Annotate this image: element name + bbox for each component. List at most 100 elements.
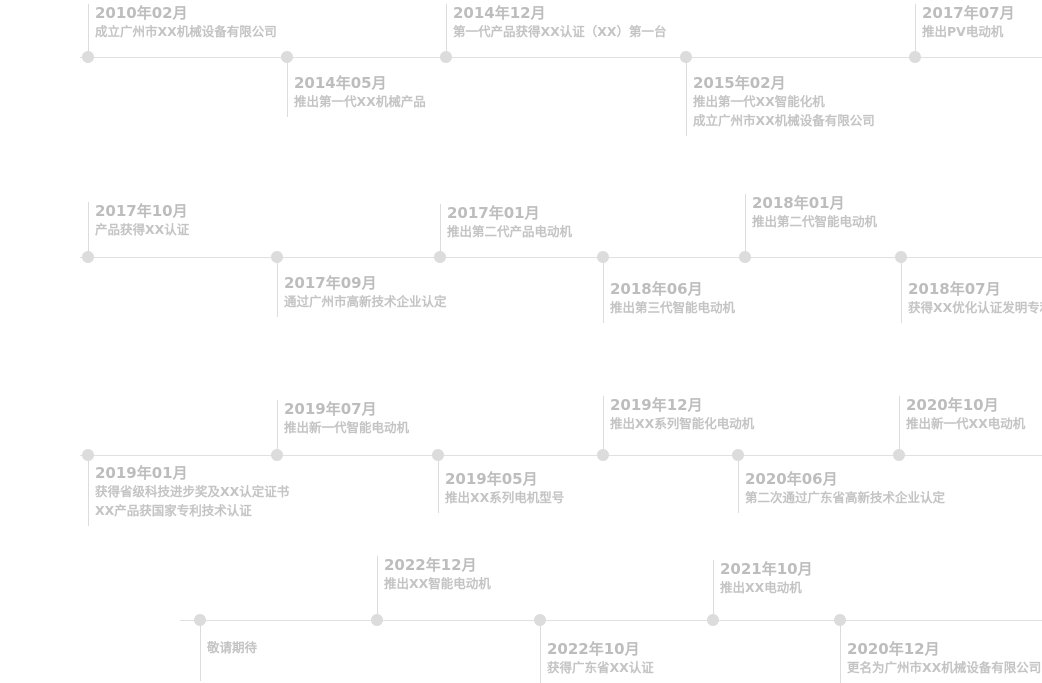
event-description: 推出XX系列电机型号	[445, 490, 565, 505]
timeline-event: 2018年07月获得XX优化认证发明专利	[908, 280, 1042, 317]
timeline-event: 2022年10月获得广东省XX认证	[547, 640, 654, 677]
timeline-connector	[738, 455, 739, 513]
event-description: 成立广州市XX机械设备有限公司	[693, 113, 875, 128]
event-description: 推出第一代XX机械产品	[294, 94, 426, 109]
event-date: 2020年06月	[745, 470, 838, 488]
timeline-event: 2019年07月推出新一代智能电动机	[284, 400, 409, 437]
timeline-connector	[686, 57, 687, 136]
event-description: 产品获得XX认证	[95, 222, 190, 237]
timeline-connector	[446, 4, 447, 57]
event-date: 2021年10月	[720, 560, 813, 578]
timeline-connector	[377, 556, 378, 620]
event-date: 2020年12月	[847, 640, 940, 658]
event-description: 推出XX智能电动机	[384, 576, 491, 591]
timeline-dot	[739, 251, 751, 263]
timeline-connector	[277, 257, 278, 317]
timeline-event: 2018年01月推出第二代智能电动机	[752, 194, 877, 231]
timeline-dot	[597, 449, 609, 461]
event-date: 2019年12月	[610, 396, 703, 414]
timeline-connector	[440, 204, 441, 257]
event-date: 2020年10月	[906, 396, 999, 414]
timeline-dot	[82, 251, 94, 263]
event-description: 推出XX电动机	[720, 580, 802, 595]
event-date: 2017年09月	[284, 274, 377, 292]
timeline-connector	[88, 455, 89, 526]
timeline-dot	[440, 51, 452, 63]
event-description: XX产品获国家专利技术认证	[95, 503, 252, 518]
event-date: 2019年05月	[445, 470, 538, 488]
timeline-row-2	[80, 257, 1042, 258]
timeline-connector	[840, 620, 841, 683]
timeline-event: 2017年10月产品获得XX认证	[95, 202, 189, 239]
timeline-connector	[540, 620, 541, 683]
event-description: 成立广州市XX机械设备有限公司	[95, 24, 277, 39]
timeline-event: 2019年05月推出XX系列电机型号	[445, 470, 564, 507]
timeline-connector	[200, 620, 201, 681]
timeline-event: 2022年12月推出XX智能电动机	[384, 556, 491, 593]
timeline-connector	[88, 4, 89, 57]
event-description: 推出第三代智能电动机	[610, 300, 736, 315]
timeline-event: 2021年10月推出XX电动机	[720, 560, 813, 597]
timeline-dot	[434, 251, 446, 263]
event-date: 2014年05月	[294, 74, 387, 92]
timeline-connector	[88, 202, 89, 257]
event-date: 2015年02月	[693, 74, 786, 92]
timeline-event: 2017年09月通过广州市高新技术企业认定	[284, 274, 447, 311]
event-description: 通过广州市高新技术企业认定	[284, 294, 447, 309]
timeline-row-3	[80, 455, 1042, 456]
event-date: 2019年01月	[95, 464, 188, 482]
event-description: 获得XX优化认证发明专利	[908, 300, 1042, 315]
event-description: 推出第一代XX智能化机	[693, 94, 825, 109]
event-description: 获得省级科技进步奖及XX认定证书	[95, 484, 290, 499]
event-date: 2022年10月	[547, 640, 640, 658]
timeline-connector	[901, 257, 902, 323]
event-date: 2022年12月	[384, 556, 477, 574]
timeline-event: 2020年12月更名为广州市XX机械设备有限公司	[847, 640, 1041, 677]
timeline-connector	[603, 257, 604, 323]
event-description: 敬请期待	[207, 640, 258, 655]
timeline-row-4	[180, 620, 1042, 621]
timeline-event: 2019年12月推出XX系列智能化电动机	[610, 396, 754, 433]
timeline-dot	[707, 614, 719, 626]
timeline-connector	[745, 194, 746, 257]
timeline-event: 敬请期待	[207, 638, 257, 657]
timeline-dot	[82, 51, 94, 63]
timeline-event: 2014年05月推出第一代XX机械产品	[294, 74, 426, 111]
timeline-dot	[271, 449, 283, 461]
timeline-connector	[438, 455, 439, 513]
timeline-event: 2017年01月推出第二代产品电动机	[447, 204, 572, 241]
event-description: 推出第二代智能电动机	[752, 214, 878, 229]
timeline-row-1	[80, 57, 1042, 58]
event-date: 2017年10月	[95, 202, 188, 220]
event-description: 推出PV电动机	[922, 24, 1004, 39]
event-description: 推出新一代智能电动机	[284, 420, 410, 435]
event-date: 2010年02月	[95, 4, 188, 22]
timeline-event: 2018年06月推出第三代智能电动机	[610, 280, 735, 317]
timeline-event: 2019年01月获得省级科技进步奖及XX认定证书 XX产品获国家专利技术认证	[95, 464, 289, 520]
event-date: 2017年07月	[922, 4, 1015, 22]
timeline-event: 2010年02月成立广州市XX机械设备有限公司	[95, 4, 277, 41]
timeline-event: 2014年12月第一代产品获得XX认证（XX）第一台	[453, 4, 667, 41]
event-description: 更名为广州市XX机械设备有限公司	[847, 660, 1042, 675]
event-date: 2018年07月	[908, 280, 1001, 298]
event-description: 第二次通过广东省高新技术企业认定	[745, 490, 946, 505]
timeline-event: 2017年07月推出PV电动机	[922, 4, 1015, 41]
event-description: 推出第二代产品电动机	[447, 224, 573, 239]
timeline-connector	[899, 396, 900, 455]
timeline-connector	[603, 396, 604, 455]
timeline-dot	[371, 614, 383, 626]
event-date: 2014年12月	[453, 4, 546, 22]
event-date: 2018年06月	[610, 280, 703, 298]
event-description: 获得广东省XX认证	[547, 660, 654, 675]
timeline-event: 2020年06月第二次通过广东省高新技术企业认定	[745, 470, 945, 507]
timeline-event: 2020年10月推出新一代XX电动机	[906, 396, 1025, 433]
timeline-dot	[893, 449, 905, 461]
event-description: 第一代产品获得XX认证（XX）第一台	[453, 24, 667, 39]
event-date: 2017年01月	[447, 204, 540, 222]
event-description: 推出XX系列智能化电动机	[610, 416, 755, 431]
timeline-dot	[909, 51, 921, 63]
timeline-connector	[915, 4, 916, 57]
event-description: 推出新一代XX电动机	[906, 416, 1026, 431]
timeline-connector	[713, 560, 714, 620]
event-date: 2019年07月	[284, 400, 377, 418]
